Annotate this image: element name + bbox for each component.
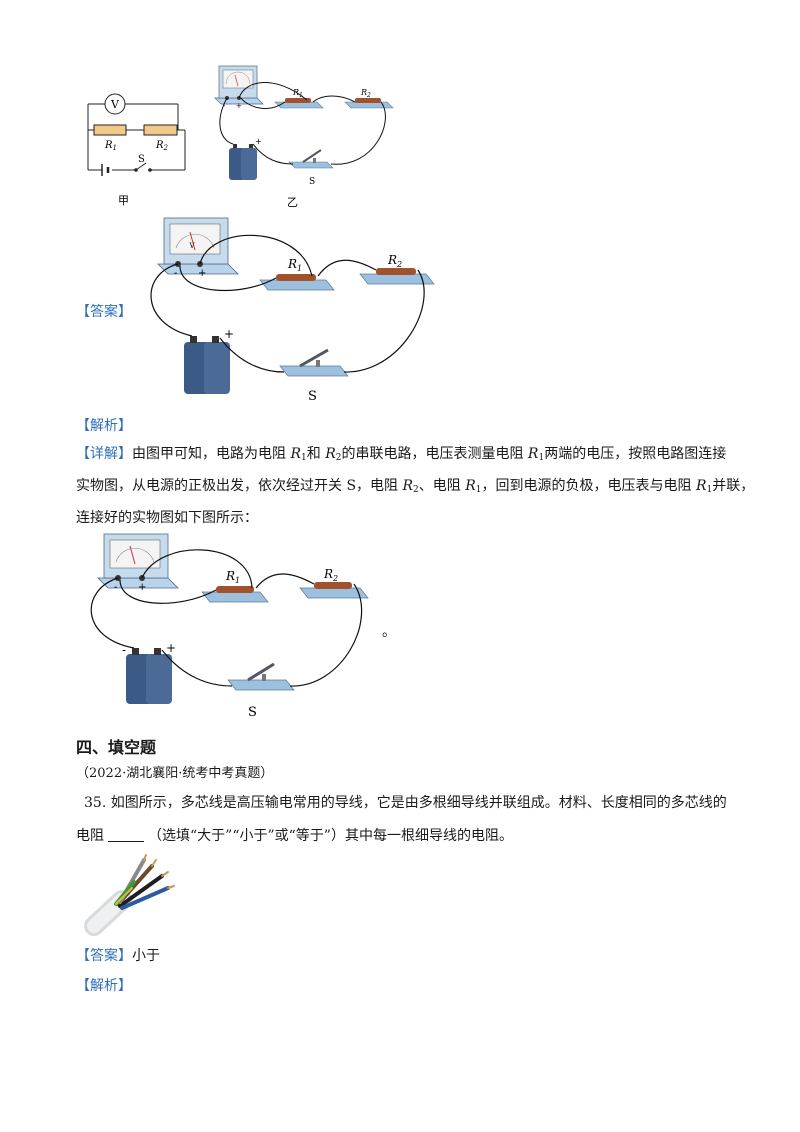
small-photo-caption: 乙 (287, 196, 298, 209)
question-source: （2022·湖北襄阳·统考中考真题） (76, 766, 274, 781)
schematic-r2-label: R2 (155, 140, 169, 152)
voltmeter-letter: V (110, 98, 120, 111)
physical-circuit-figure-small: - + R1 R2 + S 乙 (214, 65, 394, 209)
answer-voltmeter: V (157, 217, 239, 275)
svg-text:+: + (198, 268, 206, 279)
answer-switch-label: S (308, 389, 317, 404)
detail-voltmeter (97, 533, 179, 589)
svg-text:+: + (255, 137, 262, 146)
q34-detail-line-1: 【详解】由图甲可知，电路为电阻 R1和 R2的串联电路，电压表测量电阻 R1两端… (76, 446, 727, 463)
circuit-schematic-figure: V R1 R2 S 甲 (87, 93, 186, 207)
answer-r2-label: R2 (387, 253, 402, 269)
detail-battery (126, 648, 172, 704)
small-switch-label: S (309, 177, 315, 187)
resistor-r2-symbol (143, 124, 178, 136)
detail-switch-label: S (248, 705, 257, 720)
answer-r1-label: R1 (287, 257, 302, 273)
battery-device (229, 144, 257, 180)
svg-text:-: - (114, 582, 117, 593)
voltmeter-device (214, 65, 264, 105)
svg-text:V: V (188, 242, 195, 250)
svg-text:+: + (166, 641, 176, 655)
section-heading: 四、填空题 (76, 738, 157, 757)
svg-text:+: + (236, 102, 242, 110)
svg-text:-: - (122, 643, 126, 657)
multicore-wire-image (84, 854, 175, 936)
q35-line-2: 电阻（选填“大于”“小于”或“等于”）其中每一根细导线的电阻。 (76, 827, 513, 844)
svg-text:-: - (174, 268, 177, 279)
schematic-caption: 甲 (118, 194, 129, 207)
q34-detail-line-3: 连接好的实物图如下图所示： (76, 510, 258, 526)
resistor-r1-symbol (93, 124, 127, 136)
answer-battery (184, 336, 230, 394)
q34-detail-line-2: 实物图，从电源的正极出发，依次经过开关 S，电阻 R2、电阻 R1，回到电源的负… (76, 478, 755, 495)
detail-r2-label: R2 (323, 567, 338, 583)
svg-text:+: + (138, 582, 146, 593)
q35-analysis-label: 【解析】 (76, 978, 132, 994)
schematic-r1-label: R1 (104, 140, 117, 152)
detail-circuit-figure: - + R1 R2 - + S (90, 533, 369, 720)
svg-text:-: - (223, 102, 226, 110)
voltmeter-symbol: V (104, 93, 126, 115)
schematic-switch-label: S (138, 154, 145, 165)
q35-line-1: 35. 如图所示，多芯线是高压输电常用的导线，它是由多根细导线并联组成。材料、长… (84, 795, 727, 811)
q34-analysis-label: 【解析】 (76, 418, 132, 434)
detail-trailing-mark: 。 (382, 624, 396, 640)
q35-answer: 【答案】小于 (76, 948, 160, 964)
svg-text:+: + (224, 327, 234, 341)
answer-blank[interactable] (108, 827, 144, 842)
answer-circuit-figure: V - + R1 R2 + S (150, 217, 435, 404)
q34-answer-label: 【答案】 (76, 304, 132, 320)
detail-r1-label: R1 (225, 569, 240, 585)
small-r2-label: R2 (360, 88, 371, 99)
